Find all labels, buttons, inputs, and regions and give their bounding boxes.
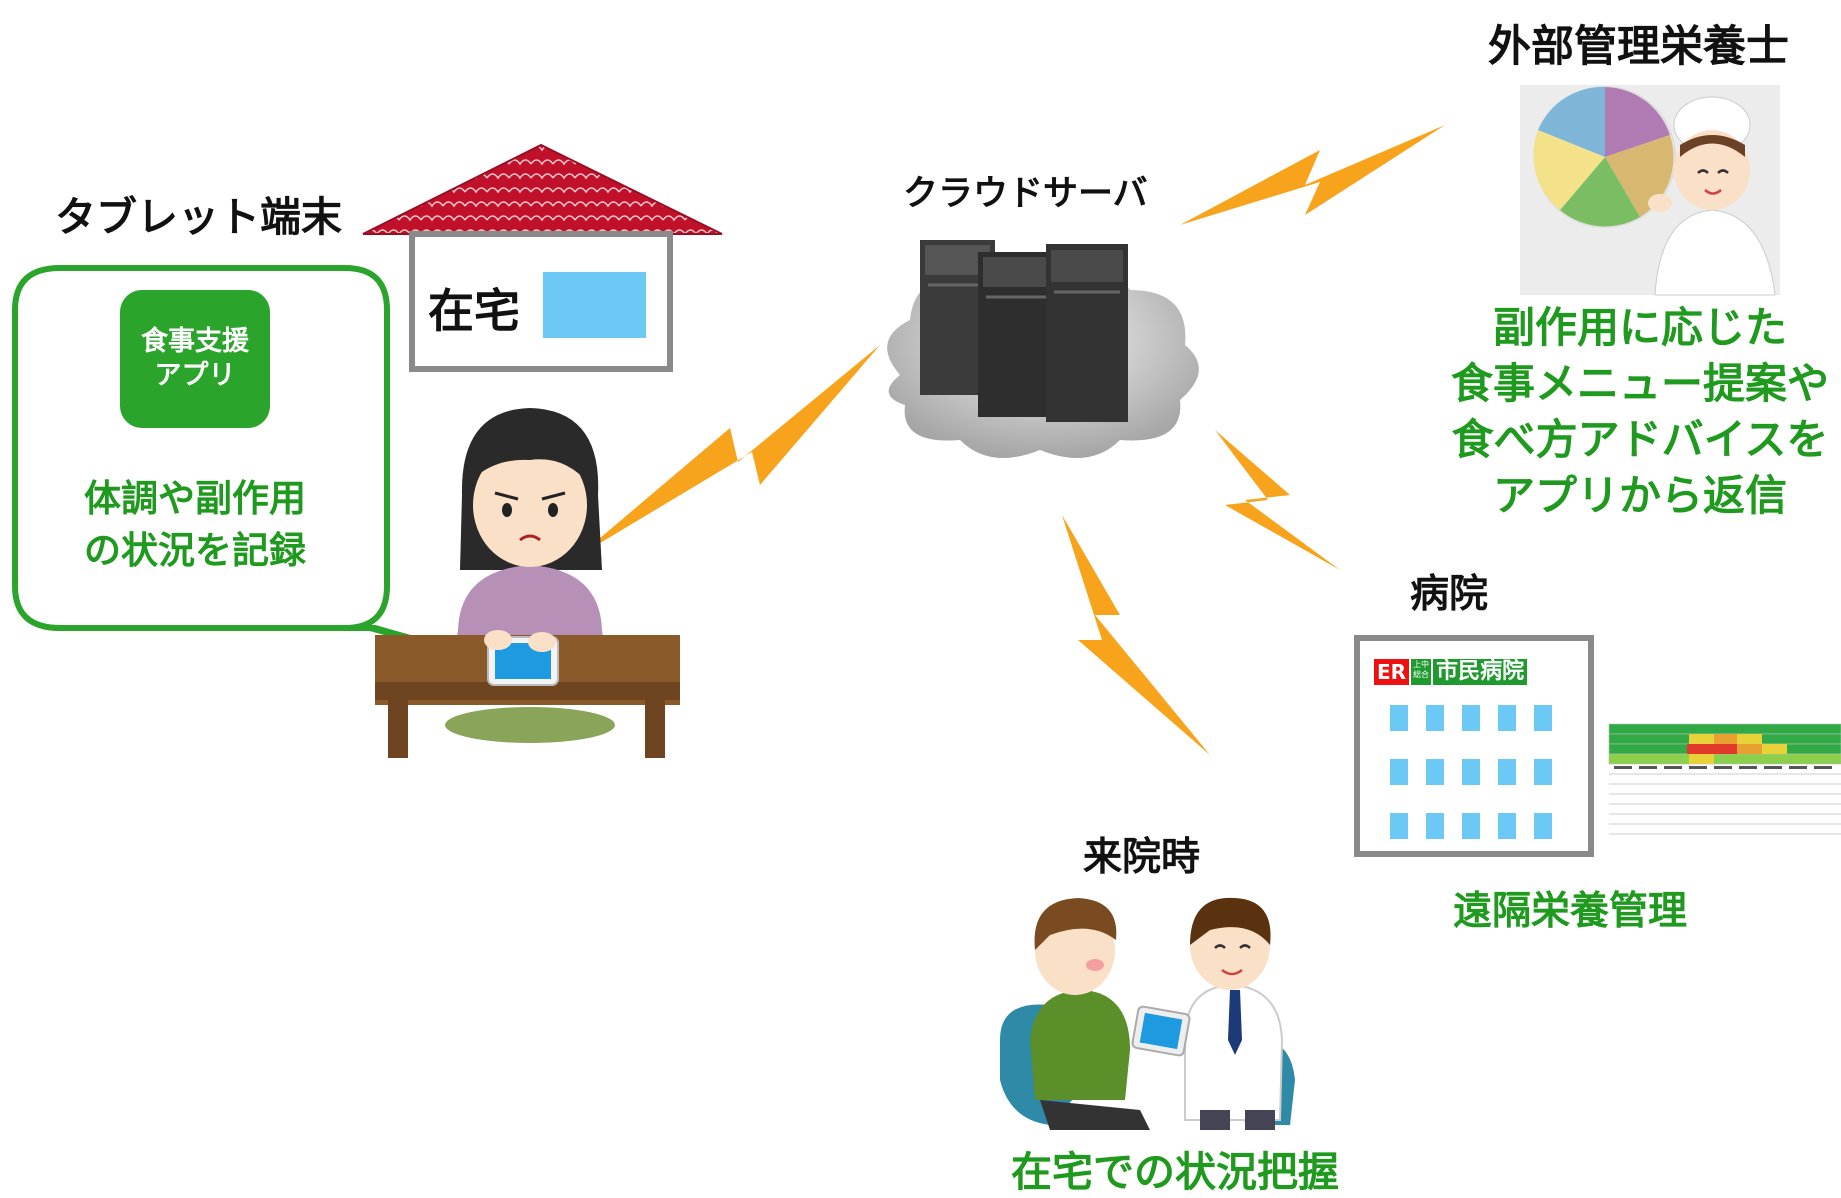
meal-support-app-icon[interactable]: 食事支援 アプリ [120,290,270,428]
doctor-patient-consultation-illustration [1000,897,1295,1130]
app-icon-label: 食事支援 アプリ [141,326,249,391]
hospital-windows [1390,705,1552,839]
house-label: 在宅 [428,284,520,338]
cloud-server-icon [887,240,1199,458]
hospital-sign-small: 上中 総合 [1411,659,1432,685]
hospital-label: 病院 [1410,572,1489,617]
house-window [543,272,646,338]
patient-with-tablet-illustration [375,408,680,758]
hospital-sign-name: 市民病院 [1433,659,1528,685]
remote-nutrition-management-caption: 遠隔栄養管理 [1452,889,1687,934]
hospital-sign-er: ER [1374,659,1410,685]
record-condition-text: 体調や副作用 の状況を記録 [84,477,306,572]
tablet-device-label: タブレット端末 [55,193,342,241]
hospital-visit-label: 来院時 [1083,835,1201,880]
cloud-server-label: クラウドサーバ [903,174,1148,214]
dietitian-label: 外部管理栄養士 [1488,22,1789,72]
dietitian-illustration [1520,85,1780,296]
nutrition-data-table-icon [1608,723,1841,835]
hospital-building-icon: ER 上中 総合 市民病院 [1354,635,1594,857]
dietitian-description: 副作用に応じた 食事メニュー提案や 食べ方アドバイスを アプリから返信 [1450,303,1829,520]
home-situation-understanding-caption: 在宅での状況把握 [1011,1148,1339,1196]
